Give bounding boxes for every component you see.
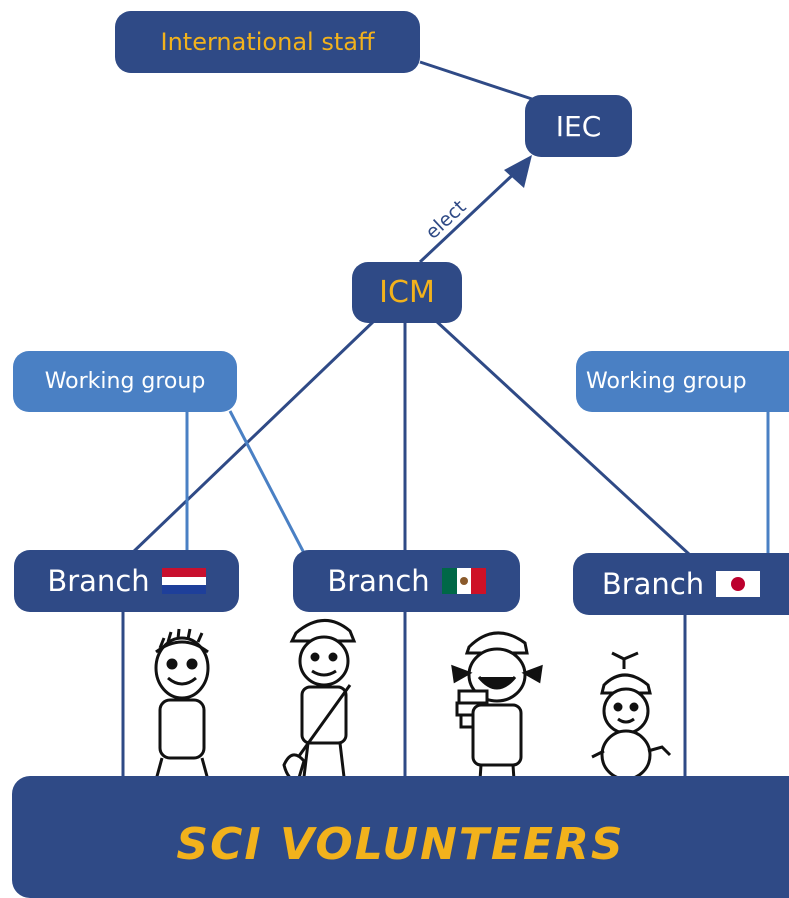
edge-icm-branch-jp: [433, 318, 692, 557]
edge-wg-left-branch-mx: [228, 410, 307, 556]
japan-flag-icon: [716, 571, 761, 597]
arrow-head-icon: [504, 155, 532, 188]
node-international-staff-label: International staff: [160, 28, 375, 56]
edge-icm-branch-nl: [128, 318, 377, 557]
node-branch-japan-label: Branch: [601, 567, 705, 601]
node-international-staff: International staff: [115, 11, 420, 73]
sci-volunteers-base: SCI VOLUNTEERS: [12, 776, 789, 898]
node-working-group-left: Working group: [13, 351, 237, 412]
node-icm: ICM: [352, 262, 462, 323]
node-branch-mexico: Branch: [293, 550, 520, 612]
volunteer-boy-headband-icon: [148, 628, 218, 782]
node-branch-mexico-label: Branch: [327, 564, 430, 598]
node-branch-japan: Branch: [573, 553, 789, 615]
node-working-group-right: Working group: [576, 351, 789, 412]
node-branch-netherlands: Branch: [14, 550, 239, 612]
sci-volunteers-logo-text: SCI VOLUNTEERS: [176, 818, 625, 870]
node-working-group-right-label: Working group: [586, 369, 747, 394]
node-iec-label: IEC: [555, 109, 602, 143]
netherlands-flag-icon: [161, 568, 206, 594]
node-branch-netherlands-label: Branch: [47, 564, 150, 598]
edge-staff-iec: [419, 60, 536, 102]
mexico-flag-icon: [441, 568, 486, 594]
node-icm-label: ICM: [379, 275, 435, 310]
node-iec: IEC: [525, 95, 632, 157]
edge-icm-iec-elect: [418, 166, 522, 264]
node-working-group-left-label: Working group: [44, 369, 206, 394]
volunteer-kid-propeller-icon: [591, 651, 672, 793]
volunteer-boy-shovel-icon: [282, 619, 358, 783]
